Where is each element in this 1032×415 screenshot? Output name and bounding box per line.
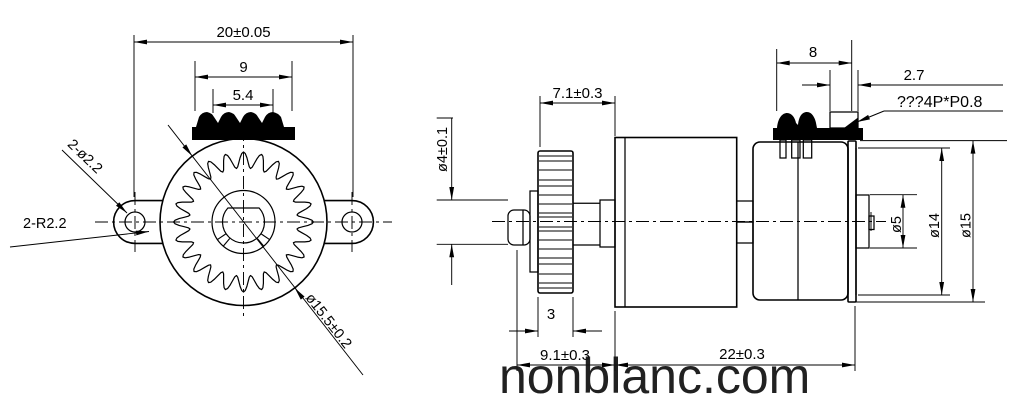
dim-hole-spacing-label: 20±0.05 — [216, 24, 270, 41]
drawing-geometry — [9, 35, 1007, 376]
dim-body-dia-label: ø15 — [959, 213, 975, 238]
dim-block-width-label: 9 — [239, 59, 247, 76]
hub-notch-line — [217, 233, 227, 241]
dim-shaft-dia-label: ø4±0.1 — [435, 127, 451, 172]
arrowhead — [900, 235, 906, 248]
dim-terminal-pitch-label: 2.7 — [904, 67, 925, 84]
arrowhead — [279, 74, 292, 80]
hub-notch-line — [260, 233, 270, 241]
shaft-d-hole — [221, 207, 266, 244]
retaining-plate — [529, 190, 539, 273]
arrowhead — [970, 140, 976, 154]
arrowhead — [842, 362, 855, 368]
arrowhead — [776, 60, 790, 66]
arrowhead — [134, 39, 147, 45]
dim-block-inner-label: 5.4 — [233, 87, 254, 104]
leader-line — [61, 149, 128, 214]
dim-cap-dia-label: ø14 — [927, 213, 943, 238]
dim-terminal-width-label: 8 — [809, 44, 817, 61]
pinion-gear-side — [537, 150, 574, 294]
arrowhead — [602, 362, 615, 368]
arrowhead — [449, 244, 455, 258]
label-terminal-spec: ???4P*P0.8 — [897, 94, 983, 111]
arrowhead — [195, 74, 208, 80]
arrowhead — [294, 287, 305, 300]
arrowhead — [900, 194, 906, 208]
dim-front-section-label: 9.1±0.3 — [540, 347, 590, 364]
leader-line — [9, 231, 150, 248]
joint-block — [736, 221, 754, 244]
terminal-wedge — [844, 117, 858, 128]
arrowhead — [340, 39, 353, 45]
arrowhead — [182, 144, 193, 157]
arrowhead — [449, 187, 455, 200]
arrowhead — [615, 362, 628, 368]
arrowhead — [858, 82, 871, 88]
rear-boss-nub — [868, 215, 875, 231]
arrowhead — [817, 82, 830, 88]
side-view-dimension-labels: 7.1±0.3 ø4±0.1 3 9.1±0.3 22±0.3 8 2.7 ??… — [435, 44, 983, 364]
label-ear-radius: 2-R2.2 — [23, 216, 67, 232]
arrowhead — [939, 148, 945, 161]
front-bushing — [599, 199, 616, 248]
arrowhead — [602, 100, 615, 106]
motor-can — [752, 141, 849, 301]
terminal-block-side — [773, 112, 863, 140]
label-mount-holes: 2-ø2.2 — [64, 136, 105, 177]
label-body-diameter: ø15.5±0.2 — [302, 291, 355, 352]
arrowhead — [517, 362, 530, 368]
dim-gear-width-label: 3 — [547, 306, 555, 323]
terminal-block-front — [192, 112, 295, 140]
arrowhead — [213, 102, 226, 108]
arrowhead — [857, 114, 870, 122]
joint-block — [736, 200, 754, 223]
arrowhead — [260, 102, 273, 108]
arrowhead — [838, 60, 852, 66]
dim-boss-dia-label: ø5 — [889, 216, 905, 233]
arrowhead — [939, 282, 945, 295]
right-ear-outline — [324, 199, 375, 245]
arrowhead — [540, 100, 553, 106]
arrowhead — [135, 230, 149, 236]
arrowhead — [970, 289, 976, 302]
front-view-dimension-labels: 20±0.05 9 5.4 2-ø2.2 2-R2.2 ø15.5±0.2 — [23, 24, 355, 352]
arrowhead — [115, 202, 127, 213]
arrowhead — [573, 328, 586, 334]
gearbox-housing — [614, 136, 738, 308]
hub-notch-line — [256, 238, 265, 247]
dim-body-length-label: 22±0.3 — [719, 346, 765, 363]
dim-gear-to-face-label: 7.1±0.3 — [553, 85, 603, 102]
shaft-washer — [507, 209, 531, 246]
watermark-text: nonblanc.com — [499, 348, 811, 404]
arrowhead — [525, 328, 538, 334]
hub-notch-line — [222, 238, 231, 247]
leader-line — [167, 124, 364, 376]
